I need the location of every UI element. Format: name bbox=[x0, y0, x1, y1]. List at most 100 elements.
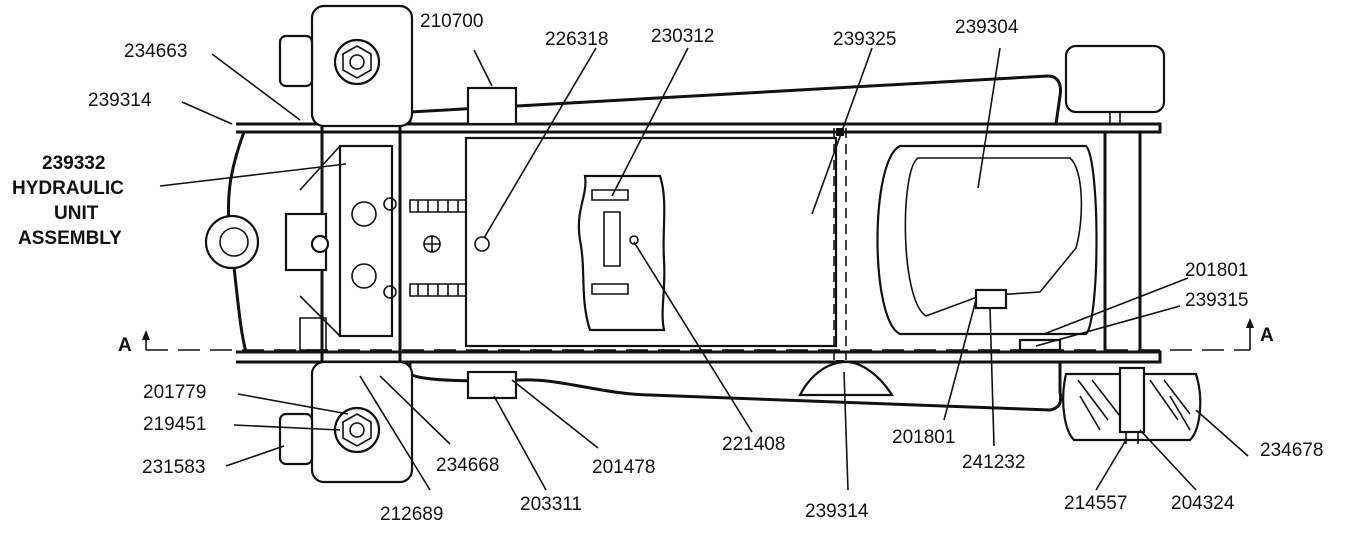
callout-239304: 239304 bbox=[955, 17, 1019, 38]
callout-234678: 234678 bbox=[1260, 440, 1323, 461]
hydraulic-unit-number: 239332 bbox=[42, 153, 105, 174]
callout-201779: 201779 bbox=[143, 382, 206, 403]
leader-239325 bbox=[811, 47, 873, 215]
arm-cutaway bbox=[577, 174, 666, 332]
leader-214557 bbox=[1095, 439, 1127, 491]
callout-231583: 231583 bbox=[142, 457, 205, 478]
lift-arm bbox=[464, 128, 847, 368]
saddle-outer bbox=[876, 144, 1098, 336]
lower-axle-nut-center bbox=[349, 422, 365, 438]
handle-socket-inner bbox=[219, 227, 249, 257]
hydraulic-unit-line1: HYDRAULIC bbox=[12, 178, 124, 199]
callout-210700: 210700 bbox=[420, 11, 483, 32]
callout-239315: 239315 bbox=[1185, 290, 1248, 311]
cutaway-pin bbox=[629, 235, 639, 245]
rear-caster bbox=[1062, 366, 1202, 444]
leader-239314-top bbox=[181, 101, 233, 125]
front-hub-lower bbox=[278, 412, 314, 466]
leader-234678 bbox=[1195, 409, 1249, 457]
leader-203311 bbox=[493, 395, 547, 491]
leader-219451 bbox=[233, 424, 341, 431]
callout-214557: 214557 bbox=[1064, 493, 1127, 514]
saddle-bolt bbox=[974, 288, 1008, 310]
upper-bolt-head-210700 bbox=[466, 86, 518, 126]
leader-201478 bbox=[511, 379, 599, 449]
callout-230312: 230312 bbox=[651, 26, 714, 47]
leader-231583 bbox=[225, 445, 285, 467]
cross-shaft-top-end bbox=[836, 128, 844, 136]
section-line: A A bbox=[118, 318, 1274, 356]
jack-frame bbox=[204, 44, 1166, 412]
hydraulic-port-lower bbox=[351, 263, 377, 289]
hydraulic-body bbox=[338, 144, 394, 338]
leader-234663 bbox=[211, 53, 301, 121]
callout-204324: 204324 bbox=[1171, 493, 1235, 514]
rear-wheel-top bbox=[1064, 44, 1166, 114]
lower-bolt-head bbox=[466, 370, 518, 400]
upper-axle-nut-center bbox=[349, 54, 365, 70]
rear-wheel-axle-top bbox=[1109, 112, 1121, 124]
leader-204324 bbox=[1139, 429, 1197, 491]
front-wheel-assembly bbox=[278, 4, 414, 484]
spring-anchor-upper bbox=[383, 197, 397, 211]
leader-201779 bbox=[237, 393, 349, 415]
callout-241232: 241232 bbox=[962, 452, 1025, 473]
leader-201801-bottom bbox=[943, 299, 977, 421]
upper-rail bbox=[236, 122, 1162, 134]
leader-239304 bbox=[977, 47, 1001, 189]
lower-axle-nut-hex bbox=[342, 413, 372, 447]
callout-201801-right: 201801 bbox=[1185, 260, 1248, 281]
callout-201478: 201478 bbox=[592, 457, 655, 478]
callout-201801-bottom: 201801 bbox=[892, 427, 955, 448]
hydraulic-unit-line2: UNIT bbox=[54, 203, 99, 224]
leader-239332 bbox=[159, 163, 347, 187]
leader-221408 bbox=[633, 241, 753, 433]
leader-226318 bbox=[483, 47, 597, 239]
leader-210700 bbox=[473, 49, 493, 87]
callout-234663: 234663 bbox=[124, 41, 187, 62]
hydraulic-unit bbox=[284, 144, 467, 351]
section-arrow-left bbox=[142, 330, 150, 340]
upper-axle-nut bbox=[333, 38, 381, 86]
rear-upright bbox=[1103, 132, 1142, 352]
callout-239314-top: 239314 bbox=[88, 90, 152, 111]
front-hub-upper bbox=[278, 34, 314, 88]
callout-203311: 203311 bbox=[520, 494, 582, 515]
hydraulic-linkage bbox=[299, 145, 341, 337]
release-valve bbox=[310, 234, 330, 254]
callout-212689: 212689 bbox=[380, 504, 443, 525]
callout-239325: 239325 bbox=[833, 29, 896, 50]
pin-226318 bbox=[474, 236, 490, 252]
leader-201801-right bbox=[1043, 277, 1189, 335]
lower-taper-plate bbox=[408, 362, 1063, 412]
leader-241232 bbox=[989, 307, 995, 447]
cutaway-springs bbox=[591, 189, 629, 295]
rear-caster-hatching bbox=[1077, 379, 1191, 431]
leader-239315 bbox=[1035, 305, 1181, 347]
spring-anchor-lower bbox=[383, 285, 397, 299]
callout-239314-bottom: 239314 bbox=[805, 501, 869, 522]
callout-221408: 221408 bbox=[722, 434, 785, 455]
callout-219451: 219451 bbox=[143, 414, 206, 435]
handle-socket bbox=[204, 214, 260, 270]
leader-234668 bbox=[379, 375, 451, 445]
hydraulic-unit-line3: ASSEMBLY bbox=[18, 228, 122, 249]
cross-shaft-dashed bbox=[833, 128, 847, 360]
upper-taper-plate bbox=[408, 74, 1062, 125]
leader-lines bbox=[159, 47, 1249, 491]
callout-226318: 226318 bbox=[545, 29, 608, 50]
lower-pivot-lump bbox=[798, 360, 894, 397]
callout-234668: 234668 bbox=[436, 455, 499, 476]
leader-230312 bbox=[611, 47, 689, 197]
lower-rail bbox=[236, 350, 1162, 364]
section-arrow-right bbox=[1246, 318, 1254, 328]
caster-stem bbox=[1118, 366, 1146, 434]
leader-212689 bbox=[359, 375, 431, 491]
section-marker-left: A bbox=[118, 335, 132, 356]
leader-239314-bottom bbox=[843, 371, 849, 491]
upper-axle-nut-hex bbox=[342, 45, 372, 79]
saddle bbox=[876, 144, 1098, 352]
callout-labels: 234663 239314 210700 226318 230312 23932… bbox=[12, 11, 1323, 525]
